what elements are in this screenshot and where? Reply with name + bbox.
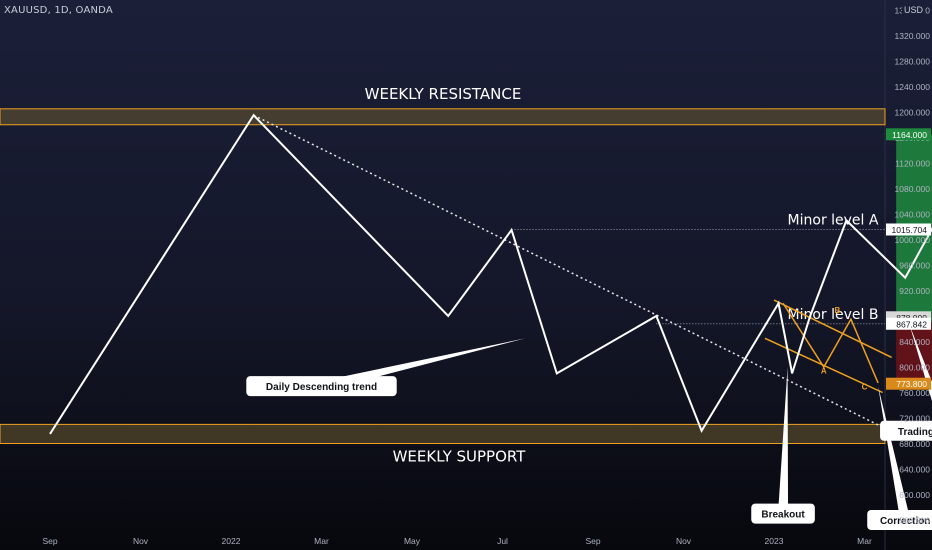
minor-b-price-tag[interactable] — [886, 317, 931, 330]
target-price-tag-text: 1164.000 — [892, 130, 927, 140]
wave-label-b: B — [834, 306, 840, 315]
target-price-tag[interactable] — [886, 128, 931, 141]
wave-label-c: C — [862, 382, 868, 391]
stop-price-tag[interactable] — [886, 377, 931, 390]
y-tick-label: 1120.000 — [895, 159, 930, 169]
x-tick-label: Nov — [133, 536, 149, 546]
y-tick-label: 1280.000 — [895, 57, 931, 67]
y-tick-label: 840.000 — [899, 337, 930, 347]
minor-b-price-tag-text: 867.842 — [896, 319, 927, 329]
x-tick-label: Sep — [42, 536, 57, 546]
x-tick-label: Sep — [585, 536, 600, 546]
callout-text: Daily Descending trend — [266, 382, 377, 393]
flag-lower-line[interactable] — [764, 337, 883, 394]
x-tick-label: 2023 — [765, 536, 784, 546]
callout-pointer — [778, 367, 789, 514]
minor-level-label-a: Minor level A — [788, 212, 879, 228]
x-axis: Sep Nov 2022 Mar May Jul Sep Nov 2023 Mar — [42, 536, 872, 546]
y-tick-label: 1240.000 — [895, 82, 931, 92]
callout-box — [867, 510, 932, 530]
currency-label[interactable]: USD — [902, 5, 926, 15]
y-tick-label: 640.000 — [899, 465, 930, 475]
x-tick-label: Nov — [676, 536, 692, 546]
y-tick-label: 920.000 — [899, 286, 930, 296]
weekly-support-label: WEEKLY SUPPORT — [393, 448, 527, 466]
callout-daily-descending-trend[interactable]: Daily Descending trend — [246, 338, 526, 397]
y-tick-label: 1200.000 — [895, 108, 931, 118]
minor-a-price-tag-text: 1015.704 — [892, 225, 928, 235]
wave-label-a: A — [821, 366, 827, 375]
y-tick-label: 560.000 — [899, 516, 930, 526]
minor-level-label-b: Minor level B — [788, 307, 879, 323]
callout-text: Trading Opportunity — [898, 427, 932, 438]
y-tick-label: 1320.000 — [895, 31, 931, 41]
stop-price-tag-text: 773.800 — [896, 379, 927, 389]
y-tick-label: 960.000 — [899, 261, 930, 271]
callout-text: Correction — [880, 516, 931, 527]
weekly-resistance-zone[interactable] — [0, 108, 886, 126]
callout-box — [751, 503, 815, 524]
x-tick-label: Jul — [497, 536, 508, 546]
callout-correction[interactable]: Correction — [867, 386, 932, 530]
y-tick-label: 680.000 — [899, 439, 930, 449]
y-tick-label: 760.000 — [899, 388, 930, 398]
callout-box — [246, 376, 397, 397]
x-tick-label: Mar — [857, 536, 872, 546]
y-tick-label: 720.000 — [899, 414, 930, 424]
weekly-resistance-label: WEEKLY RESISTANCE — [365, 85, 522, 103]
symbol-title: XAUUSD, 1D, OANDA — [4, 5, 113, 16]
price-path[interactable] — [49, 113, 932, 435]
x-tick-label: 2022 — [222, 536, 241, 546]
minor-a-price-tag[interactable] — [886, 223, 931, 236]
x-tick-label: Mar — [314, 536, 329, 546]
callout-pointer — [878, 386, 911, 521]
x-tick-label: May — [404, 536, 421, 546]
y-tick-label: 1000.000 — [895, 235, 931, 245]
callout-text: Breakout — [761, 510, 805, 521]
flag-upper-line[interactable] — [773, 299, 892, 359]
callout-breakout[interactable]: Breakout — [751, 367, 815, 524]
y-tick-label: 1080.000 — [895, 184, 931, 194]
y-tick-label: 800.000 — [899, 363, 930, 373]
y-tick-label: 600.000 — [899, 490, 930, 500]
y-axis: 1360.0001320.0001280.0001240.0001200.000… — [895, 6, 931, 526]
weekly-support-zone[interactable] — [0, 423, 886, 444]
callout-box — [880, 420, 932, 441]
y-tick-label: 1040.000 — [895, 210, 931, 220]
